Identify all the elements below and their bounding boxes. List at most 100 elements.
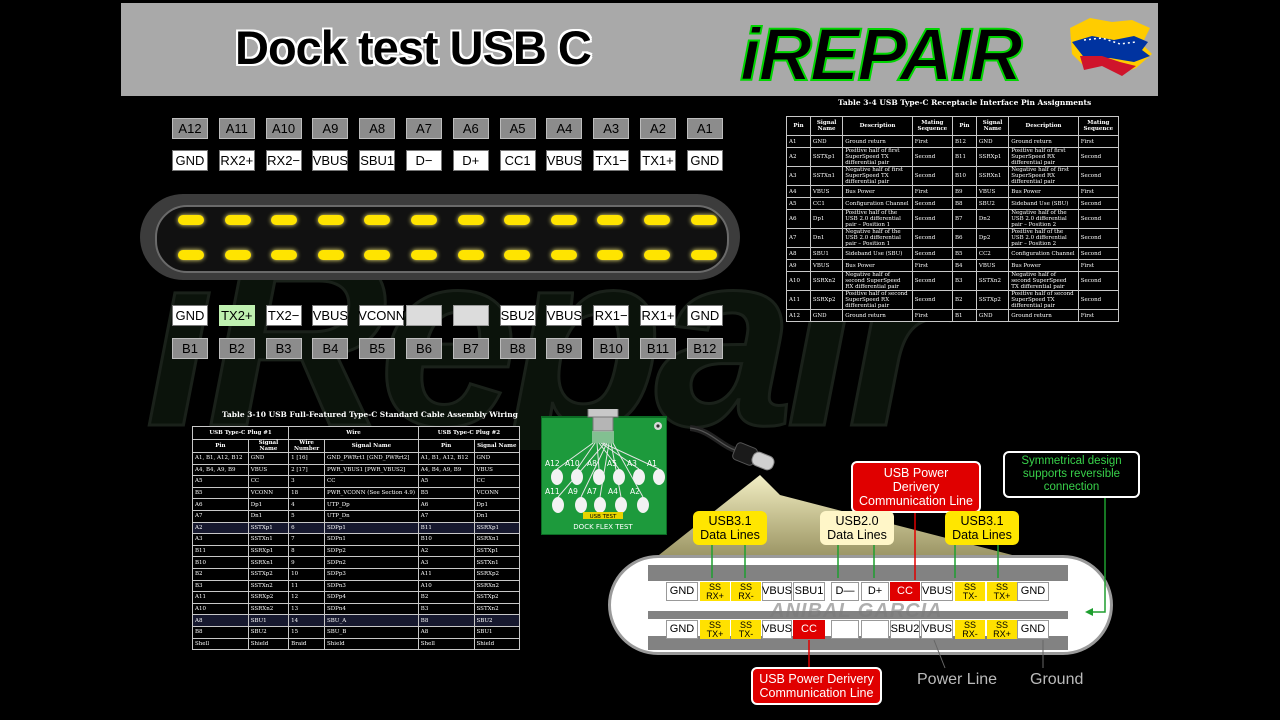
contact-bottom-10 bbox=[644, 250, 670, 260]
board-trace bbox=[580, 431, 608, 498]
table-cell: Second bbox=[911, 290, 953, 310]
board-pad-label: A10 bbox=[565, 459, 580, 468]
table-cell: Negative half of the USB 2.0 differentia… bbox=[842, 228, 913, 248]
table-cell: First bbox=[911, 309, 953, 322]
board-pad bbox=[637, 497, 649, 513]
table-cell: B2 bbox=[417, 591, 475, 604]
table-cell: SSRXn2 bbox=[247, 602, 290, 616]
table-cell: Negative half of the USB 2.0 differentia… bbox=[1008, 209, 1079, 229]
board-pad bbox=[653, 469, 665, 485]
board-pad bbox=[571, 469, 583, 485]
table-cell: B3 bbox=[417, 602, 475, 616]
cable-table-header: Signal Name bbox=[324, 439, 419, 453]
board-pad-label: A2 bbox=[630, 487, 640, 496]
bottom-signal-8: VBUS bbox=[546, 305, 583, 326]
plug-tongue-divider bbox=[648, 611, 1068, 619]
table-cell: Dn1 bbox=[473, 509, 521, 523]
bottom-signal-2: TX2− bbox=[265, 305, 302, 326]
svg-text:iREPAIR: iREPAIR bbox=[740, 13, 1022, 90]
usb31-left-label: USB3.1 Data Lines bbox=[693, 511, 767, 545]
plug-bottom-pin-6 bbox=[861, 620, 889, 639]
top-signal-11: GND bbox=[686, 150, 723, 171]
bottom-signal-1: TX2+ bbox=[218, 305, 255, 326]
contact-bottom-2 bbox=[271, 250, 298, 260]
contact-bottom-6 bbox=[457, 250, 484, 260]
cable-table-header: Wire Number bbox=[288, 439, 325, 453]
board-trace bbox=[598, 431, 620, 470]
bottom-signal-9: RX1− bbox=[593, 305, 630, 326]
receptacle-table-header: Signal Name bbox=[809, 116, 844, 136]
table-cell: 15 bbox=[288, 625, 325, 639]
top-pin-number-0: A12 bbox=[172, 118, 208, 139]
table-cell: Positive half of second SuperSpeed RX di… bbox=[842, 290, 913, 310]
table-cell: SSTXp2 bbox=[975, 290, 1010, 310]
table-cell: SDPn1 bbox=[324, 533, 419, 546]
plug-bottom-pin-11: GND bbox=[1017, 620, 1049, 639]
table-cell: SBU_A bbox=[324, 614, 419, 627]
top-signal-3: VBUS bbox=[312, 150, 349, 171]
board-pad-label: A3 bbox=[627, 459, 637, 468]
table-cell: B11 bbox=[417, 521, 475, 535]
table-cell: Shield bbox=[473, 637, 521, 651]
table-cell: SBU2 bbox=[473, 614, 521, 627]
plug-shell-bottom bbox=[648, 636, 1068, 650]
table-cell: SSTXn2 bbox=[247, 579, 290, 593]
plug-bottom-pin-5 bbox=[831, 620, 859, 639]
usb20-label: USB2.0 Data Lines bbox=[820, 511, 894, 545]
bottom-signal-10: RX1+ bbox=[640, 305, 676, 326]
table-cell: A11 bbox=[192, 591, 249, 604]
cable-table-header: Signal Name bbox=[247, 439, 290, 453]
table-cell: Negative half of first SuperSpeed RX dif… bbox=[1008, 166, 1079, 186]
top-pin-number-5: A7 bbox=[406, 118, 442, 139]
table-cell: SSTXn2 bbox=[975, 271, 1010, 291]
plug-top-pin-4: SBU1 bbox=[793, 582, 825, 601]
pd-comm-label-top: USB Power Derivery Communication Line bbox=[851, 461, 981, 513]
contact-bottom-1 bbox=[224, 250, 251, 260]
table-cell: Braid bbox=[288, 637, 325, 651]
table-cell: Second bbox=[1077, 228, 1120, 248]
receptacle-table-header: Mating Sequence bbox=[911, 116, 953, 136]
bottom-pin-number-7: B8 bbox=[499, 338, 536, 359]
table-cell: Dn1 bbox=[247, 509, 290, 523]
contact-top-1 bbox=[224, 215, 251, 225]
bottom-pin-number-2: B3 bbox=[265, 338, 302, 359]
board-pad-label: A4 bbox=[608, 487, 618, 496]
contact-top-4 bbox=[364, 215, 391, 225]
contact-bottom-11 bbox=[690, 250, 717, 260]
board-pad bbox=[575, 497, 587, 513]
board-trace bbox=[556, 431, 594, 470]
board-pad-label: A8 bbox=[587, 459, 597, 468]
table-cell: First bbox=[1077, 309, 1120, 322]
cable-table-caption: Table 3-10 USB Full-Featured Type-C Stan… bbox=[222, 410, 518, 419]
bottom-pin-number-11: B12 bbox=[686, 338, 723, 359]
ground-label: Ground bbox=[1030, 671, 1084, 688]
plug-shell-top bbox=[648, 565, 1068, 581]
plug-bottom-pin-2: SS TX- bbox=[731, 620, 761, 639]
plug-bottom-pin-1: SS TX+ bbox=[700, 620, 730, 639]
bottom-pin-number-1: B2 bbox=[218, 338, 255, 359]
table-cell: Shield bbox=[247, 637, 290, 651]
venezuela-map-icon bbox=[1070, 18, 1152, 76]
table-cell: SSRXp1 bbox=[473, 521, 521, 535]
table-cell: SDPp4 bbox=[324, 591, 419, 604]
table-cell: SDPn3 bbox=[324, 579, 419, 593]
board-pad bbox=[552, 497, 564, 513]
table-cell: A7 bbox=[192, 509, 249, 523]
plug-bottom-pin-10: SS RX+ bbox=[987, 620, 1017, 639]
plug-bottom-pin-9: SS RX- bbox=[955, 620, 985, 639]
table-cell: 14 bbox=[288, 614, 325, 627]
table-cell: SSTXp1 bbox=[247, 521, 290, 535]
symmetrical-design-label: Symmetrical design supports reversible c… bbox=[1003, 451, 1140, 498]
top-pin-number-10: A2 bbox=[640, 118, 676, 139]
